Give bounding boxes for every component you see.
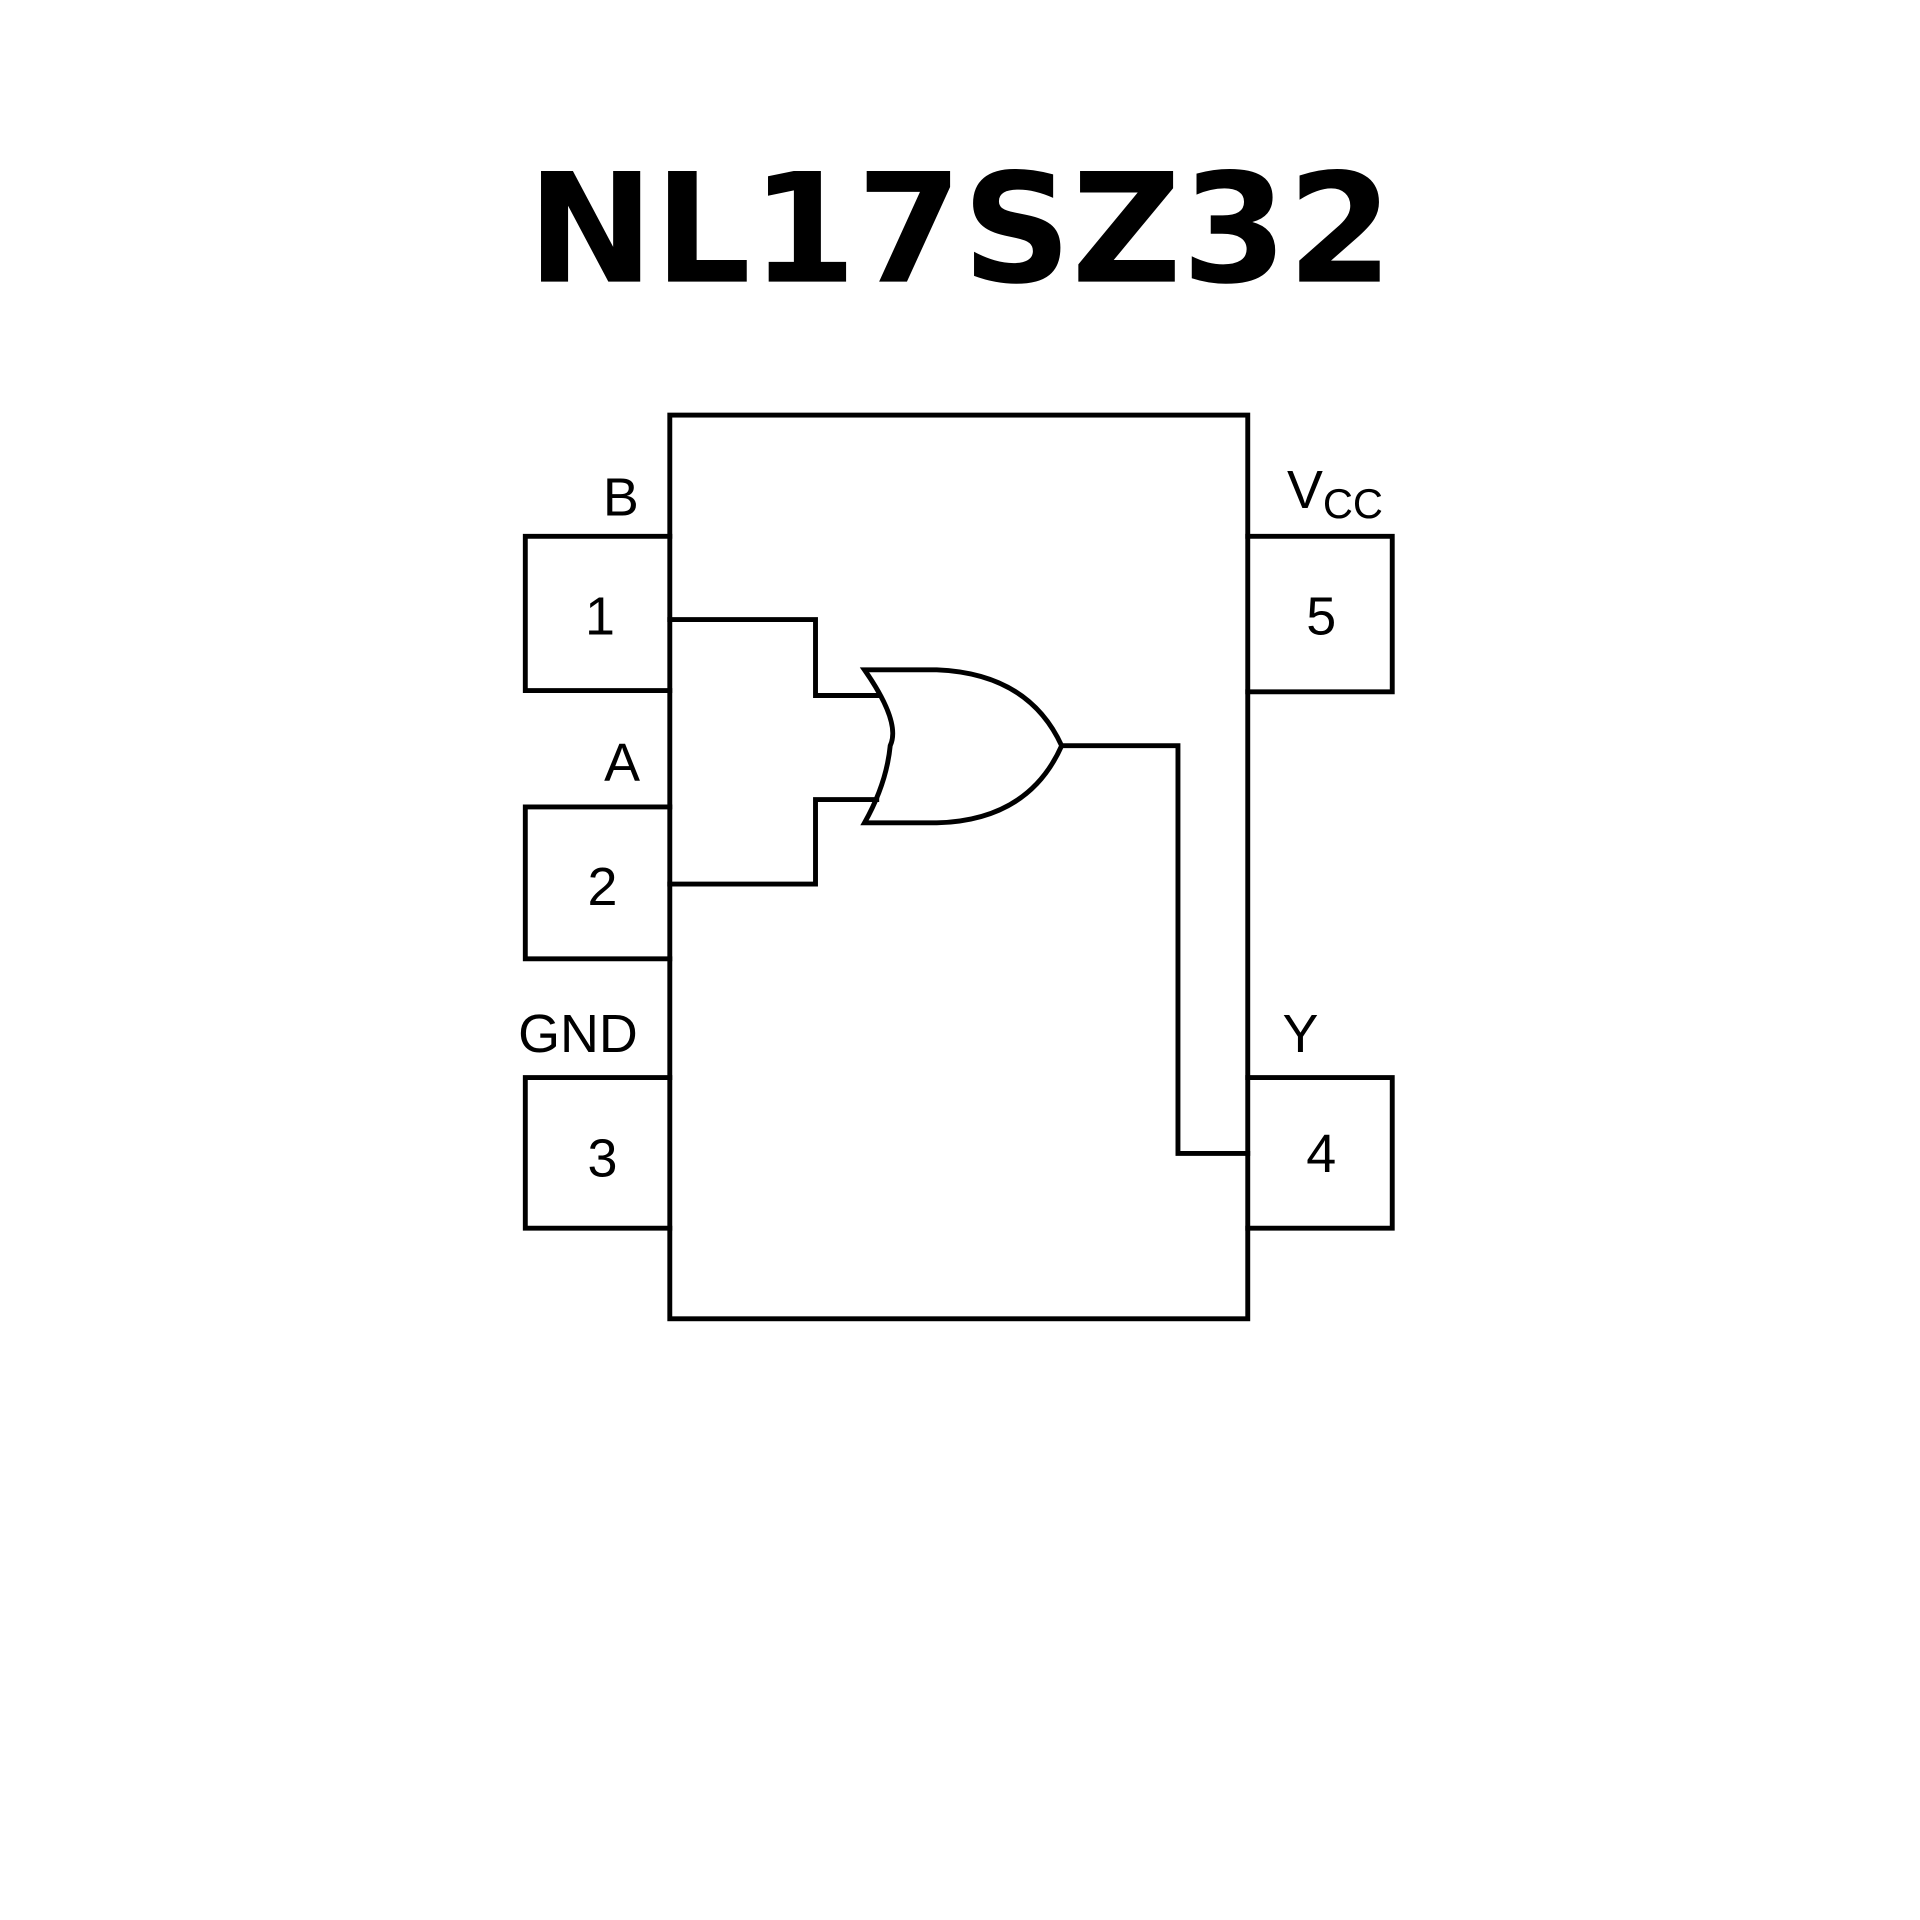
pin-number: 4 xyxy=(1306,1124,1336,1184)
pin-name: GND xyxy=(518,1004,638,1064)
pin-5: 5 VCC xyxy=(1245,460,1395,695)
pin-name: Y xyxy=(1282,1004,1318,1064)
wire-output-y xyxy=(1059,743,1251,1156)
pin-name: B xyxy=(603,468,639,528)
wire-input-a xyxy=(667,797,880,887)
pin-number: 5 xyxy=(1306,586,1336,646)
pin-name: VCC xyxy=(1287,460,1383,527)
pin-4: 4 Y xyxy=(1245,1004,1395,1231)
pin-number: 1 xyxy=(585,586,615,646)
pin-2: 2 A xyxy=(522,733,673,962)
wire-input-b xyxy=(667,617,882,698)
pin-name: A xyxy=(604,733,640,793)
page-title: NL17SZ32 xyxy=(527,141,1393,318)
pin-number: 2 xyxy=(587,857,617,917)
ic-body xyxy=(667,412,1251,1322)
pin-3: 3 GND xyxy=(518,1004,673,1231)
or-gate-icon xyxy=(859,667,1065,826)
pin-1: 1 B xyxy=(522,468,673,694)
pin-number: 3 xyxy=(587,1129,617,1189)
